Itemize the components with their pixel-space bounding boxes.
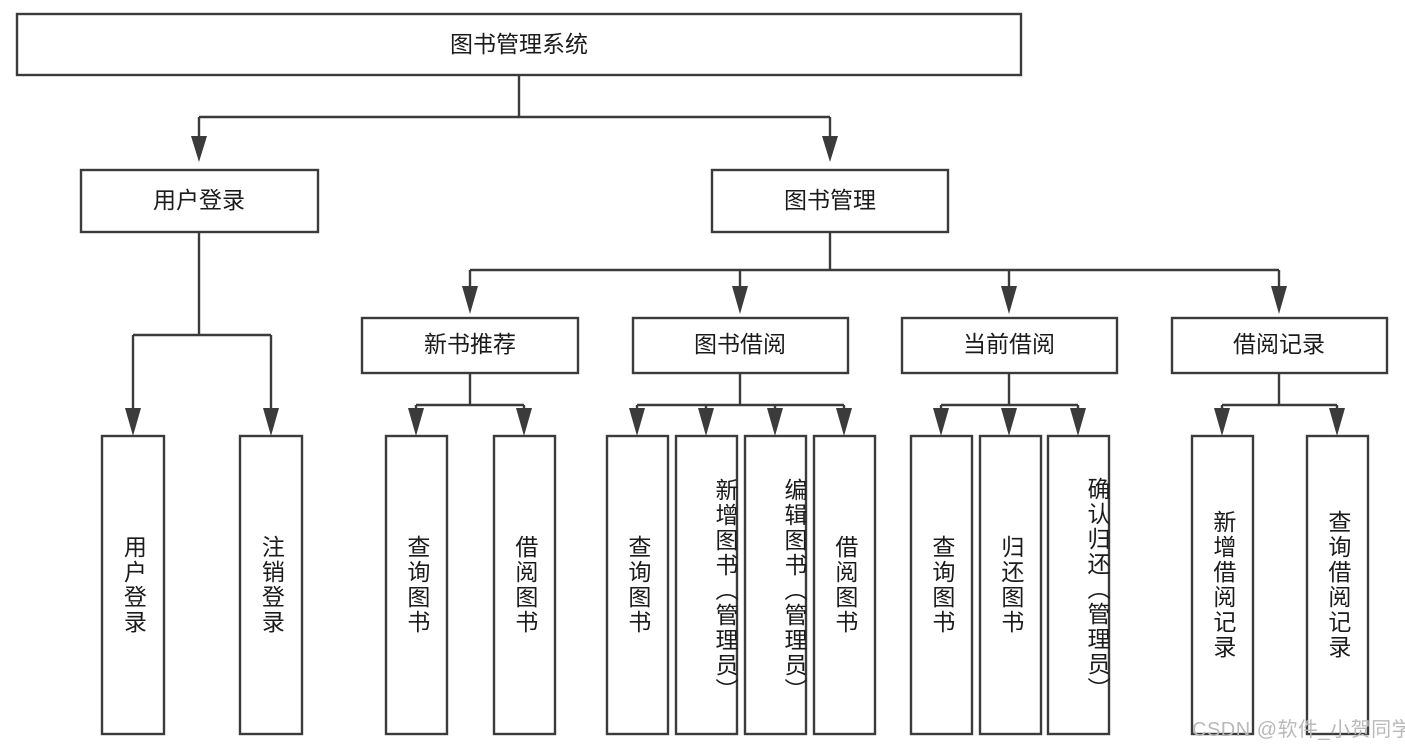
node-box-borrow-record[interactable] [1170,316,1389,375]
node-box-leaf-edit-book[interactable] [743,434,808,736]
node-label-root: 图书管理系统 [450,31,588,57]
arrow-userlogin-to-leaf1 [125,408,141,436]
arrow-root-to-userlogin [191,136,207,162]
node-box-new-book-recommend[interactable] [360,316,580,375]
arrow-bookmgmt-to-borrow [732,286,748,314]
node-label-book-management: 图书管理 [784,187,876,213]
arrow-current-to-leaf3 [1070,408,1086,436]
node-box-current-borrow[interactable] [900,316,1119,375]
node-box-leaf-query-book-b[interactable] [605,434,670,736]
arrow-borrow-to-leaf1 [629,408,645,436]
arrow-current-to-leaf2 [1001,408,1017,436]
node-box-leaf-confirm-return[interactable] [1046,434,1111,736]
node-label-new-book-recommend: 新书推荐 [424,331,516,357]
arrow-current-to-leaf1 [933,408,949,436]
connector-group-record [1214,373,1345,436]
node-box-root[interactable] [15,12,1023,77]
arrow-borrow-to-leaf4 [836,408,852,436]
arrow-bookmgmt-to-record [1271,286,1287,314]
node-box-leaf-add-book[interactable] [674,434,739,736]
arrow-borrow-to-leaf3 [767,408,783,436]
connector-group-newbook [408,373,532,436]
connector-group-userlogin [125,232,279,436]
connector-group-root [191,75,838,162]
node-label-user-login: 用户登录 [153,187,245,213]
arrow-newbook-to-leaf1 [408,408,424,436]
csdn-watermark: CSDN @软件_小贺同学 [1192,719,1405,741]
node-box-leaf-query-book-a[interactable] [384,434,449,736]
node-box-book-management[interactable] [710,168,950,234]
connector-group-borrow [629,373,852,436]
arrow-newbook-to-leaf2 [516,408,532,436]
connector-group-current [933,373,1086,436]
node-box-user-login[interactable] [79,168,320,234]
node-box-leaf-query-book-c[interactable] [909,434,974,736]
arrow-record-to-leaf2 [1329,408,1345,436]
node-box-leaf-add-record[interactable] [1190,434,1255,736]
node-label-current-borrow: 当前借阅 [963,331,1055,357]
node-box-leaf-return-book[interactable] [978,434,1043,736]
node-box-book-borrow[interactable] [631,316,850,375]
arrow-userlogin-to-leaf2 [263,408,279,436]
node-label-book-borrow: 图书借阅 [694,331,786,357]
node-box-leaf-user-login[interactable] [100,434,166,736]
arrow-bookmgmt-to-newbook [462,286,478,314]
arrow-root-to-bookmgmt [822,136,838,162]
connector-group-bookmgmt [462,232,1287,314]
node-box-leaf-logout[interactable] [238,434,304,736]
arrow-borrow-to-leaf2 [698,408,714,436]
arrow-record-to-leaf1 [1214,408,1230,436]
node-box-leaf-borrow-book-b[interactable] [812,434,877,736]
arrow-bookmgmt-to-current [1001,286,1017,314]
node-box-leaf-query-record[interactable] [1305,434,1370,736]
node-box-leaf-borrow-book-a[interactable] [492,434,557,736]
node-label-borrow-record: 借阅记录 [1233,331,1325,357]
